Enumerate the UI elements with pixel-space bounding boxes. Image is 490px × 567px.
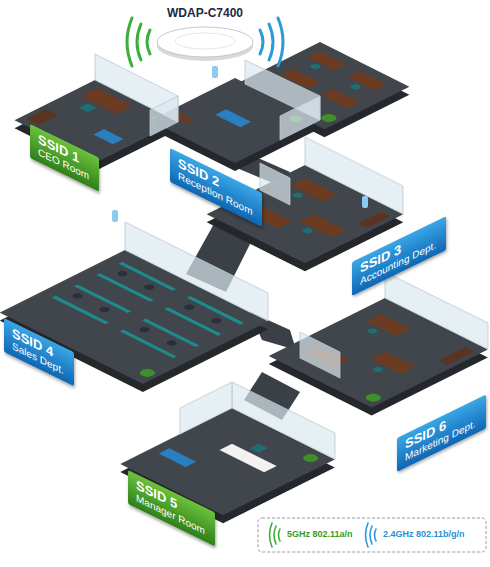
ssid-badge: SSID 6Marketing Dept.	[397, 395, 486, 472]
legend-text: 5GHz 802.11a/n	[287, 529, 353, 539]
device-label: WDAP-C7400	[167, 6, 243, 20]
legend-text: 2.4GHz 802.11b/g/n	[383, 529, 465, 539]
